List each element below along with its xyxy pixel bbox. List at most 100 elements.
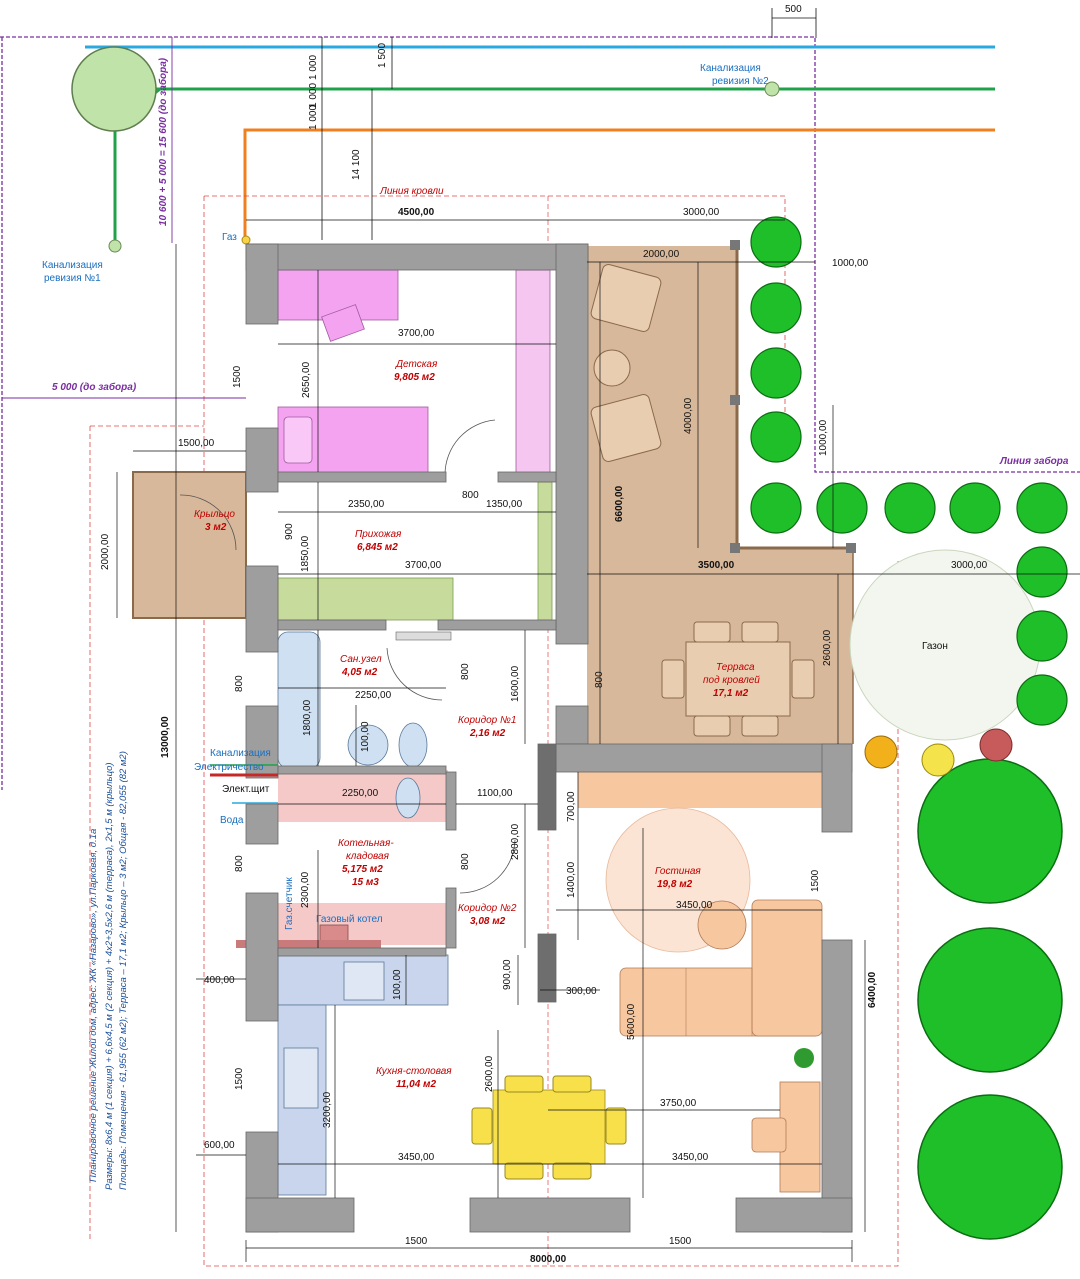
room-kids-name: Детская [395, 359, 438, 370]
label-gas-boiler: Газовый котел [316, 914, 383, 925]
dim-hall-2350: 2350,00 [348, 499, 385, 510]
site-lines [0, 36, 1080, 1267]
flowers [864, 728, 1013, 777]
sewer-inspection-1 [108, 239, 122, 253]
dim-door-900: 900 [284, 523, 295, 540]
kids-chair [321, 304, 365, 342]
dim-living-3450b: 3450,00 [672, 1152, 709, 1163]
dim-living-3750: 3750,00 [660, 1098, 697, 1109]
dim-corr-1100: 1100,00 [477, 788, 513, 799]
room-bath-name: Сан.узел [340, 654, 382, 665]
dim-living-700: 700,00 [566, 791, 577, 822]
room-corr2-area: 3,08 м2 [470, 916, 506, 927]
roof-line-label: Линия кровли [379, 186, 444, 197]
toilet [398, 722, 428, 768]
hall-closet [537, 481, 553, 621]
room-terrace-name1: Терраса [716, 662, 755, 673]
sofa-side [751, 899, 823, 1037]
dim-hall-1350: 1350,00 [486, 499, 523, 510]
label-sewer-entry: Канализация [210, 748, 271, 759]
dim-door-800b: 800 [460, 663, 471, 680]
room-corr1-area: 2,16 м2 [469, 728, 506, 739]
dim-1000-c: 1 000 [308, 105, 319, 130]
desk [779, 1081, 821, 1193]
gas-pipe-bar [236, 940, 381, 948]
dim-terrace-3500: 3500,00 [698, 560, 735, 571]
label-electricity: Электричество [194, 762, 264, 773]
dim-window-800b: 800 [234, 855, 245, 872]
dim-boiler-2300: 2300,00 [300, 871, 311, 908]
sewer-inspection-1-label-b: ревизия №1 [44, 273, 101, 284]
dim-1000-a: 1 000 [308, 55, 319, 80]
boiler-zone [278, 903, 448, 945]
dim-corr-900: 900,00 [502, 959, 513, 990]
dim-living-6400: 6400,00 [867, 971, 878, 1008]
dim-kids-3700: 3700,00 [398, 328, 435, 339]
terrace [587, 246, 854, 744]
dim-window-1500: 1500 [232, 365, 243, 388]
room-boiler-volume: 15 м3 [352, 877, 379, 888]
sink [347, 724, 389, 766]
stove [343, 961, 385, 1001]
label-water: Вода [220, 815, 244, 826]
trees-large [917, 758, 1063, 1240]
dim-terrace-6600: 6600,00 [614, 485, 625, 522]
dim-kids-2650: 2650,00 [301, 361, 312, 398]
room-terrace-area: 17,1 м2 [713, 688, 749, 699]
room-living-area: 19,8 м2 [657, 879, 693, 890]
kitchen-sink [283, 1047, 319, 1109]
dim-bath-1800: 1800,00 [302, 699, 313, 736]
dim-14100: 14 100 [351, 149, 362, 180]
dim-total-north: 10 600 + 5 000 = 15 600 (до забора) [157, 57, 169, 226]
dim-porch-2000: 2000,00 [100, 533, 111, 570]
dim-window-1500-k: 1500 [234, 1067, 245, 1090]
fence-boundary [0, 36, 1080, 473]
room-porch-name: Крыльцо [194, 509, 235, 520]
dim-door-800c: 800 [460, 853, 471, 870]
hall-bench [277, 577, 454, 621]
dim-terrace-2000: 2000,00 [643, 249, 680, 260]
dim-boiler-2250: 2250,00 [342, 788, 379, 799]
dim-kitchen-3200: 3200,00 [322, 1091, 333, 1128]
note-areas: Площадь: Помещения - 61,955 (62 м2); Тер… [118, 751, 129, 1190]
dim-terrace-1000: 1000,00 [832, 258, 869, 269]
walls [245, 243, 853, 1233]
plant [794, 1048, 814, 1068]
room-kitchen-area: 11,04 м2 [396, 1079, 436, 1090]
dim-porch-1500: 1500,00 [178, 438, 215, 449]
room-bath-area: 4,05 м2 [341, 667, 378, 678]
bathtub [277, 631, 321, 769]
room-corr1-name: Коридор №1 [458, 715, 516, 726]
terrace-table [685, 641, 791, 717]
room-hall-name: Прихожая [355, 529, 402, 540]
note-title: Планировочное решение Жилой дом, адрес: … [88, 829, 99, 1182]
dim-roof-4500: 4500,00 [398, 207, 435, 218]
dim-kitchen-2600: 2600,00 [484, 1055, 495, 1092]
dim-window-800a: 800 [234, 675, 245, 692]
lounge-chair-1 [590, 264, 662, 332]
kids-wardrobe [515, 269, 551, 476]
dim-wall-600: 600,00 [204, 1140, 235, 1151]
dim-wall-400: 400,00 [204, 975, 235, 986]
dimension-lines [116, 219, 1080, 1262]
dim-bottom-1500b: 1500 [669, 1236, 692, 1247]
dim-corr-2800: 2800,00 [510, 823, 521, 860]
room-boiler-name1: Котельная- [338, 838, 394, 849]
dim-lawn-3000: 3000,00 [951, 560, 988, 571]
living-strip [578, 772, 822, 808]
room-kitchen-name: Кухня-столовая [376, 1066, 452, 1077]
sewer-inspection-2 [764, 81, 780, 97]
site-dimensions: 500 1 500 1 000 1 000 1 000 14 100 10 60… [2, 4, 817, 399]
coffee-table [697, 900, 747, 950]
shrubs [750, 216, 1068, 726]
dim-window-1500-lr: 1500 [810, 869, 821, 892]
tree-site [71, 46, 157, 132]
porch [132, 471, 247, 619]
dim-roof-3000: 3000,00 [683, 207, 720, 218]
room-corr2-name: Коридор №2 [458, 903, 517, 914]
room-kids-area: 9,805 м2 [394, 372, 435, 383]
room-boiler-area: 5,175 м2 [342, 864, 383, 875]
dim-corr-1600: 1600,00 [510, 665, 521, 702]
side-table [593, 349, 631, 387]
